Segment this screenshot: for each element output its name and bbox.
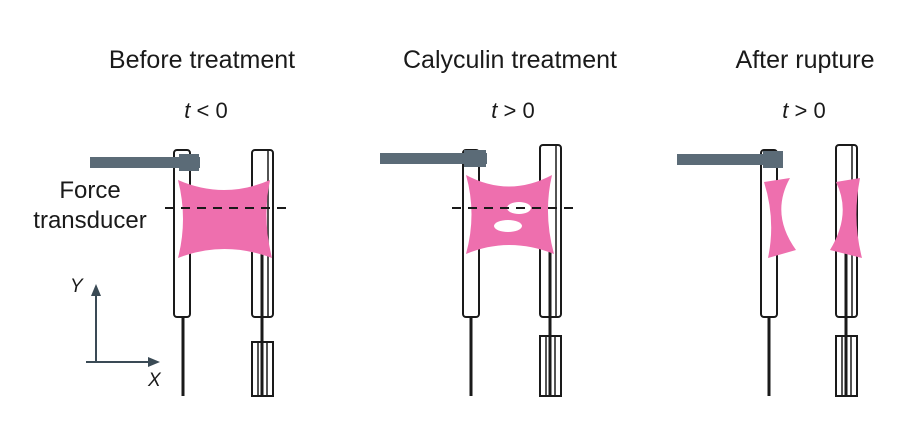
force-label-line1: Force xyxy=(59,177,121,204)
panel-title-after: After rupture xyxy=(735,46,875,74)
right-post-clamp xyxy=(539,335,562,397)
tissue-hole xyxy=(494,220,522,232)
time-variable: t xyxy=(184,98,191,123)
panel-after xyxy=(677,144,862,397)
y-axis-label: Y xyxy=(70,276,83,297)
time-value: 0 xyxy=(215,98,228,123)
force-rod xyxy=(380,153,487,164)
time-relation: > xyxy=(794,98,808,123)
right-post-clamp xyxy=(835,335,858,397)
time-value: 0 xyxy=(813,98,826,123)
right-post-clamp xyxy=(251,341,274,397)
force-rod-tip xyxy=(464,150,486,167)
x-axis-label: X xyxy=(148,370,161,391)
time-label-after: t > 0 xyxy=(782,98,825,124)
tissue-sample xyxy=(466,175,554,254)
panel-calyculin xyxy=(380,144,578,397)
time-relation: < xyxy=(196,98,210,123)
time-relation: > xyxy=(503,98,517,123)
force-label-line2: transducer xyxy=(33,207,147,234)
tissue-fragment-right xyxy=(830,178,862,258)
panel-title-calyculin: Calyculin treatment xyxy=(403,46,617,74)
time-variable: t xyxy=(782,98,789,123)
tissue-sample xyxy=(178,180,272,258)
time-label-calyculin: t > 0 xyxy=(491,98,534,124)
axes-indicator xyxy=(86,284,160,367)
time-variable: t xyxy=(491,98,498,123)
force-rod-tip xyxy=(763,151,783,168)
time-label-before: t < 0 xyxy=(184,98,227,124)
tissue-fragment-left xyxy=(764,178,796,258)
force-rod xyxy=(90,157,200,168)
y-arrow-head xyxy=(91,284,101,296)
panel-title-before: Before treatment xyxy=(108,46,296,74)
panel-before xyxy=(90,149,290,397)
x-arrow-head xyxy=(148,357,160,367)
force-rod xyxy=(677,154,783,165)
time-value: 0 xyxy=(522,98,535,123)
force-rod-tip xyxy=(179,154,199,171)
force-transducer-label: Force transducer xyxy=(16,176,164,236)
